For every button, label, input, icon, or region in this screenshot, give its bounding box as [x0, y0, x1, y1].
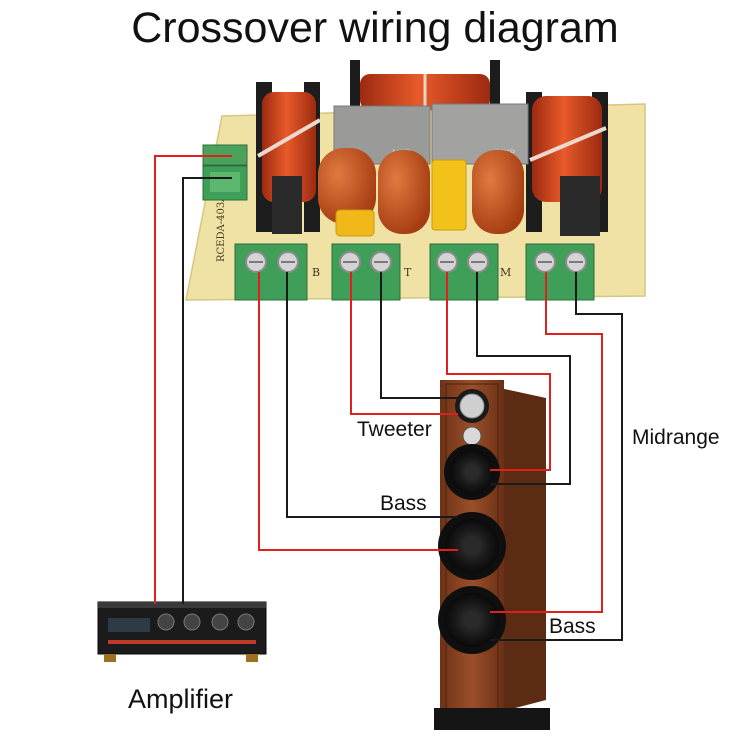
inductor-top	[350, 60, 500, 110]
speaker-base	[434, 708, 550, 730]
terminal-block-bass-2	[525, 243, 595, 301]
wire-bass2-red	[490, 272, 603, 613]
wire-tweeter-red	[350, 272, 458, 415]
diagram-title: Crossover wiring diagram	[131, 4, 619, 52]
amplifier-unit	[97, 601, 267, 662]
wire-amp-red	[154, 155, 232, 604]
label-amplifier: Amplifier	[128, 684, 234, 714]
terminal-block-tweeter	[331, 243, 401, 301]
terminal-label-b: B	[312, 266, 320, 279]
speaker-terminals: B T M	[234, 243, 595, 301]
inductor-right	[526, 92, 608, 236]
wire-bass-red	[258, 272, 458, 551]
terminal-block-bass	[234, 243, 308, 301]
terminal-label-m: M	[500, 266, 511, 279]
wire-bass2-black	[490, 272, 623, 641]
wires	[154, 155, 623, 641]
electrolytic-capacitors	[318, 148, 524, 237]
board-model-text: RCEDA-403A	[216, 194, 227, 262]
label-bass-lower: Bass	[549, 615, 596, 638]
wire-bass-black	[286, 272, 458, 518]
terminal-block-midrange	[429, 243, 499, 301]
inductor-left	[256, 82, 322, 234]
label-tweeter: Tweeter	[357, 418, 432, 441]
terminal-label-t: T	[404, 266, 412, 279]
wire-midrange-red	[446, 272, 551, 471]
wire-amp-black	[182, 177, 232, 604]
speaker-side-panel	[500, 388, 546, 712]
label-bass-upper: Bass	[380, 492, 427, 515]
input-terminal	[202, 144, 248, 201]
label-midrange: Midrange	[632, 426, 720, 449]
wire-tweeter-black	[380, 272, 458, 399]
crossover-board: RCEDA-403A	[185, 60, 646, 301]
wire-midrange-black	[476, 272, 571, 485]
floor-speaker	[434, 380, 550, 730]
